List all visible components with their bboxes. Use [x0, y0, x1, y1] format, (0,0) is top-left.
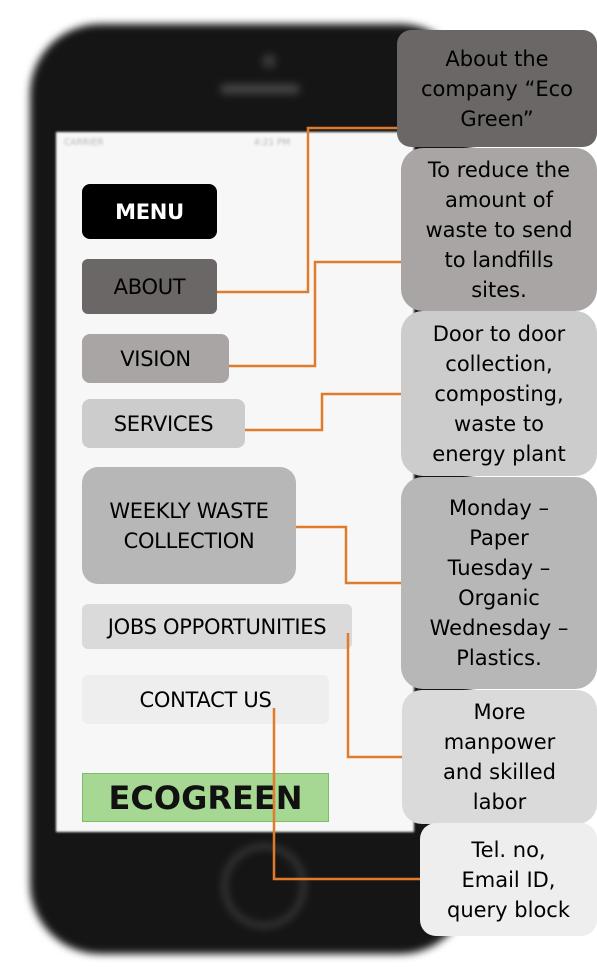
home-button-icon — [222, 844, 306, 928]
callout-line: collection, — [445, 351, 553, 376]
services-button-label: SERVICES — [113, 411, 214, 436]
menu-button[interactable]: MENU — [82, 184, 217, 239]
about-callout-text: About the company “Eco Green” — [421, 44, 573, 134]
callout-line: composting, — [434, 381, 564, 406]
weekly-label-line1: WEEKLY WASTE — [109, 498, 269, 523]
callout-line: Email ID, — [461, 867, 556, 892]
callout-line: to landfills — [444, 247, 554, 272]
callout-line: Door to door — [432, 321, 566, 346]
menu-button-label: MENU — [115, 199, 184, 224]
status-bar: CARRIER 4:21 PM — [64, 138, 404, 152]
callout-line: amount of — [445, 187, 553, 212]
jobs-opportunities-button[interactable]: JOBS OPPORTUNITIES — [82, 604, 352, 649]
services-callout: Door to door collection, composting, was… — [401, 311, 597, 476]
callout-line: sites. — [471, 277, 527, 302]
speaker-grille — [220, 84, 300, 94]
callout-line: About the — [445, 46, 549, 71]
jobs-callout: More manpower and skilled labor — [402, 690, 597, 824]
callout-line: Tel. no, — [471, 837, 546, 862]
jobs-callout-text: More manpower and skilled labor — [443, 697, 556, 817]
status-time: 4:21 PM — [254, 138, 291, 148]
callout-line: manpower — [443, 730, 556, 754]
ecogreen-logo: ECOGREEN — [82, 773, 329, 822]
contact-callout: Tel. no, Email ID, query block — [420, 823, 597, 936]
callout-line: Tuesday – — [447, 556, 551, 580]
vision-button-label: VISION — [120, 346, 191, 371]
contact-callout-text: Tel. no, Email ID, query block — [447, 835, 570, 925]
callout-line: Monday – — [448, 496, 550, 520]
callout-line: Organic — [458, 586, 540, 610]
callout-line: Wednesday – — [429, 616, 569, 640]
callout-line: and skilled — [442, 760, 557, 784]
callout-line: More — [473, 700, 526, 724]
callout-line: waste to send — [425, 217, 573, 242]
jobs-button-label: JOBS OPPORTUNITIES — [107, 614, 327, 639]
about-callout: About the company “Eco Green” — [397, 30, 597, 147]
about-button[interactable]: ABOUT — [82, 259, 217, 314]
callout-line: Green” — [460, 106, 534, 131]
about-button-label: ABOUT — [113, 274, 186, 299]
camera-icon — [262, 54, 276, 68]
callout-line: Paper — [469, 526, 529, 550]
vision-callout-text: To reduce the amount of waste to send to… — [425, 155, 572, 305]
callout-line: query block — [446, 897, 571, 922]
callout-line: Plastics. — [456, 646, 542, 670]
contact-us-button[interactable]: CONTACT US — [82, 675, 329, 724]
status-carrier: CARRIER — [64, 138, 104, 148]
weekly-callout-text: Monday – Paper Tuesday – Organic Wednesd… — [430, 493, 569, 673]
weekly-collection-callout: Monday – Paper Tuesday – Organic Wednesd… — [401, 477, 597, 689]
services-button[interactable]: SERVICES — [82, 399, 245, 448]
callout-line: To reduce the — [427, 157, 571, 182]
brand-label: ECOGREEN — [108, 778, 303, 817]
callout-line: labor — [472, 790, 527, 814]
vision-callout: To reduce the amount of waste to send to… — [401, 148, 597, 311]
callout-line: company “Eco — [420, 76, 573, 101]
vision-button[interactable]: VISION — [82, 334, 229, 383]
callout-line: energy plant — [432, 441, 566, 466]
weekly-waste-collection-button[interactable]: WEEKLY WASTE COLLECTION — [82, 467, 296, 584]
callout-line: waste to — [454, 411, 544, 436]
contact-button-label: CONTACT US — [139, 687, 272, 712]
services-callout-text: Door to door collection, composting, was… — [432, 319, 565, 469]
weekly-label-line2: COLLECTION — [123, 528, 255, 553]
